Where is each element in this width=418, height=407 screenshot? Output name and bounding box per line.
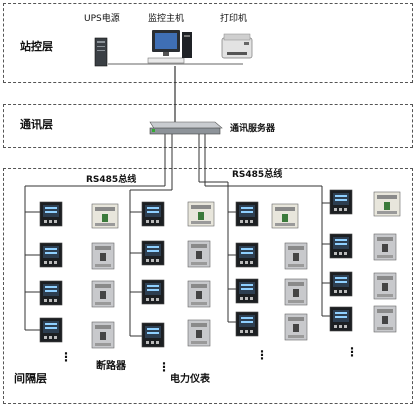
printer-label: 打印机: [220, 14, 248, 24]
ups-label: UPS电源: [84, 14, 120, 24]
circuit-breaker-icon: [373, 233, 397, 261]
circuit-breaker-icon: [187, 319, 211, 347]
ellipsis-col3: ⋮: [256, 348, 268, 362]
ellipsis-col4: ⋮: [346, 345, 358, 359]
bay-layer-label: 间隔层: [14, 372, 47, 385]
circuit-breaker-icon: [187, 240, 211, 268]
power-meter-icon: [141, 240, 165, 266]
circuit-breaker-icon: [373, 305, 397, 333]
comm-layer-frame: [3, 104, 413, 148]
frame-breaker-icon: [271, 203, 299, 229]
power-meter-icon: [329, 189, 353, 215]
power-meter-icon: [141, 322, 165, 348]
frame-breaker-icon: [187, 201, 215, 227]
power-meter-icon: [141, 279, 165, 305]
monitor-host-label: 监控主机: [148, 14, 185, 24]
station-layer-label: 站控层: [20, 40, 53, 53]
circuit-breaker-icon: [373, 272, 397, 300]
breaker-label: 断路器: [96, 361, 126, 372]
circuit-breaker-icon: [284, 242, 308, 270]
power-meter-icon: [141, 201, 165, 227]
bay-layer-frame: [3, 168, 413, 404]
bus-label-left: RS485总线: [86, 175, 137, 185]
power-meter-icon: [39, 201, 63, 227]
circuit-breaker-icon: [91, 242, 115, 270]
ellipsis-col1: ⋮: [60, 350, 72, 364]
station-layer-frame: [3, 3, 413, 83]
ellipsis-col2: ⋮: [158, 360, 170, 374]
power-meter-icon: [235, 311, 259, 337]
circuit-breaker-icon: [91, 280, 115, 308]
circuit-breaker-icon: [284, 313, 308, 341]
bus-label-right: RS485总线: [232, 170, 283, 180]
printer-icon: [221, 33, 253, 59]
comm-server-label: 通讯服务器: [230, 124, 276, 134]
power-meter-icon: [329, 306, 353, 332]
rack-server-icon: [149, 121, 223, 135]
meter-label: 电力仪表: [170, 374, 210, 385]
comm-layer-label: 通讯层: [20, 118, 53, 131]
circuit-breaker-icon: [91, 321, 115, 349]
circuit-breaker-icon: [284, 278, 308, 306]
power-meter-icon: [39, 280, 63, 306]
ups-icon: [94, 37, 108, 67]
power-meter-icon: [329, 233, 353, 259]
monitor-host-icon: [147, 30, 192, 64]
power-meter-icon: [39, 317, 63, 343]
power-meter-icon: [39, 242, 63, 268]
power-meter-icon: [235, 201, 259, 227]
frame-breaker-icon: [373, 191, 401, 217]
power-meter-icon: [235, 278, 259, 304]
power-meter-icon: [235, 242, 259, 268]
power-meter-icon: [329, 271, 353, 297]
frame-breaker-icon: [91, 203, 119, 229]
circuit-breaker-icon: [187, 280, 211, 308]
